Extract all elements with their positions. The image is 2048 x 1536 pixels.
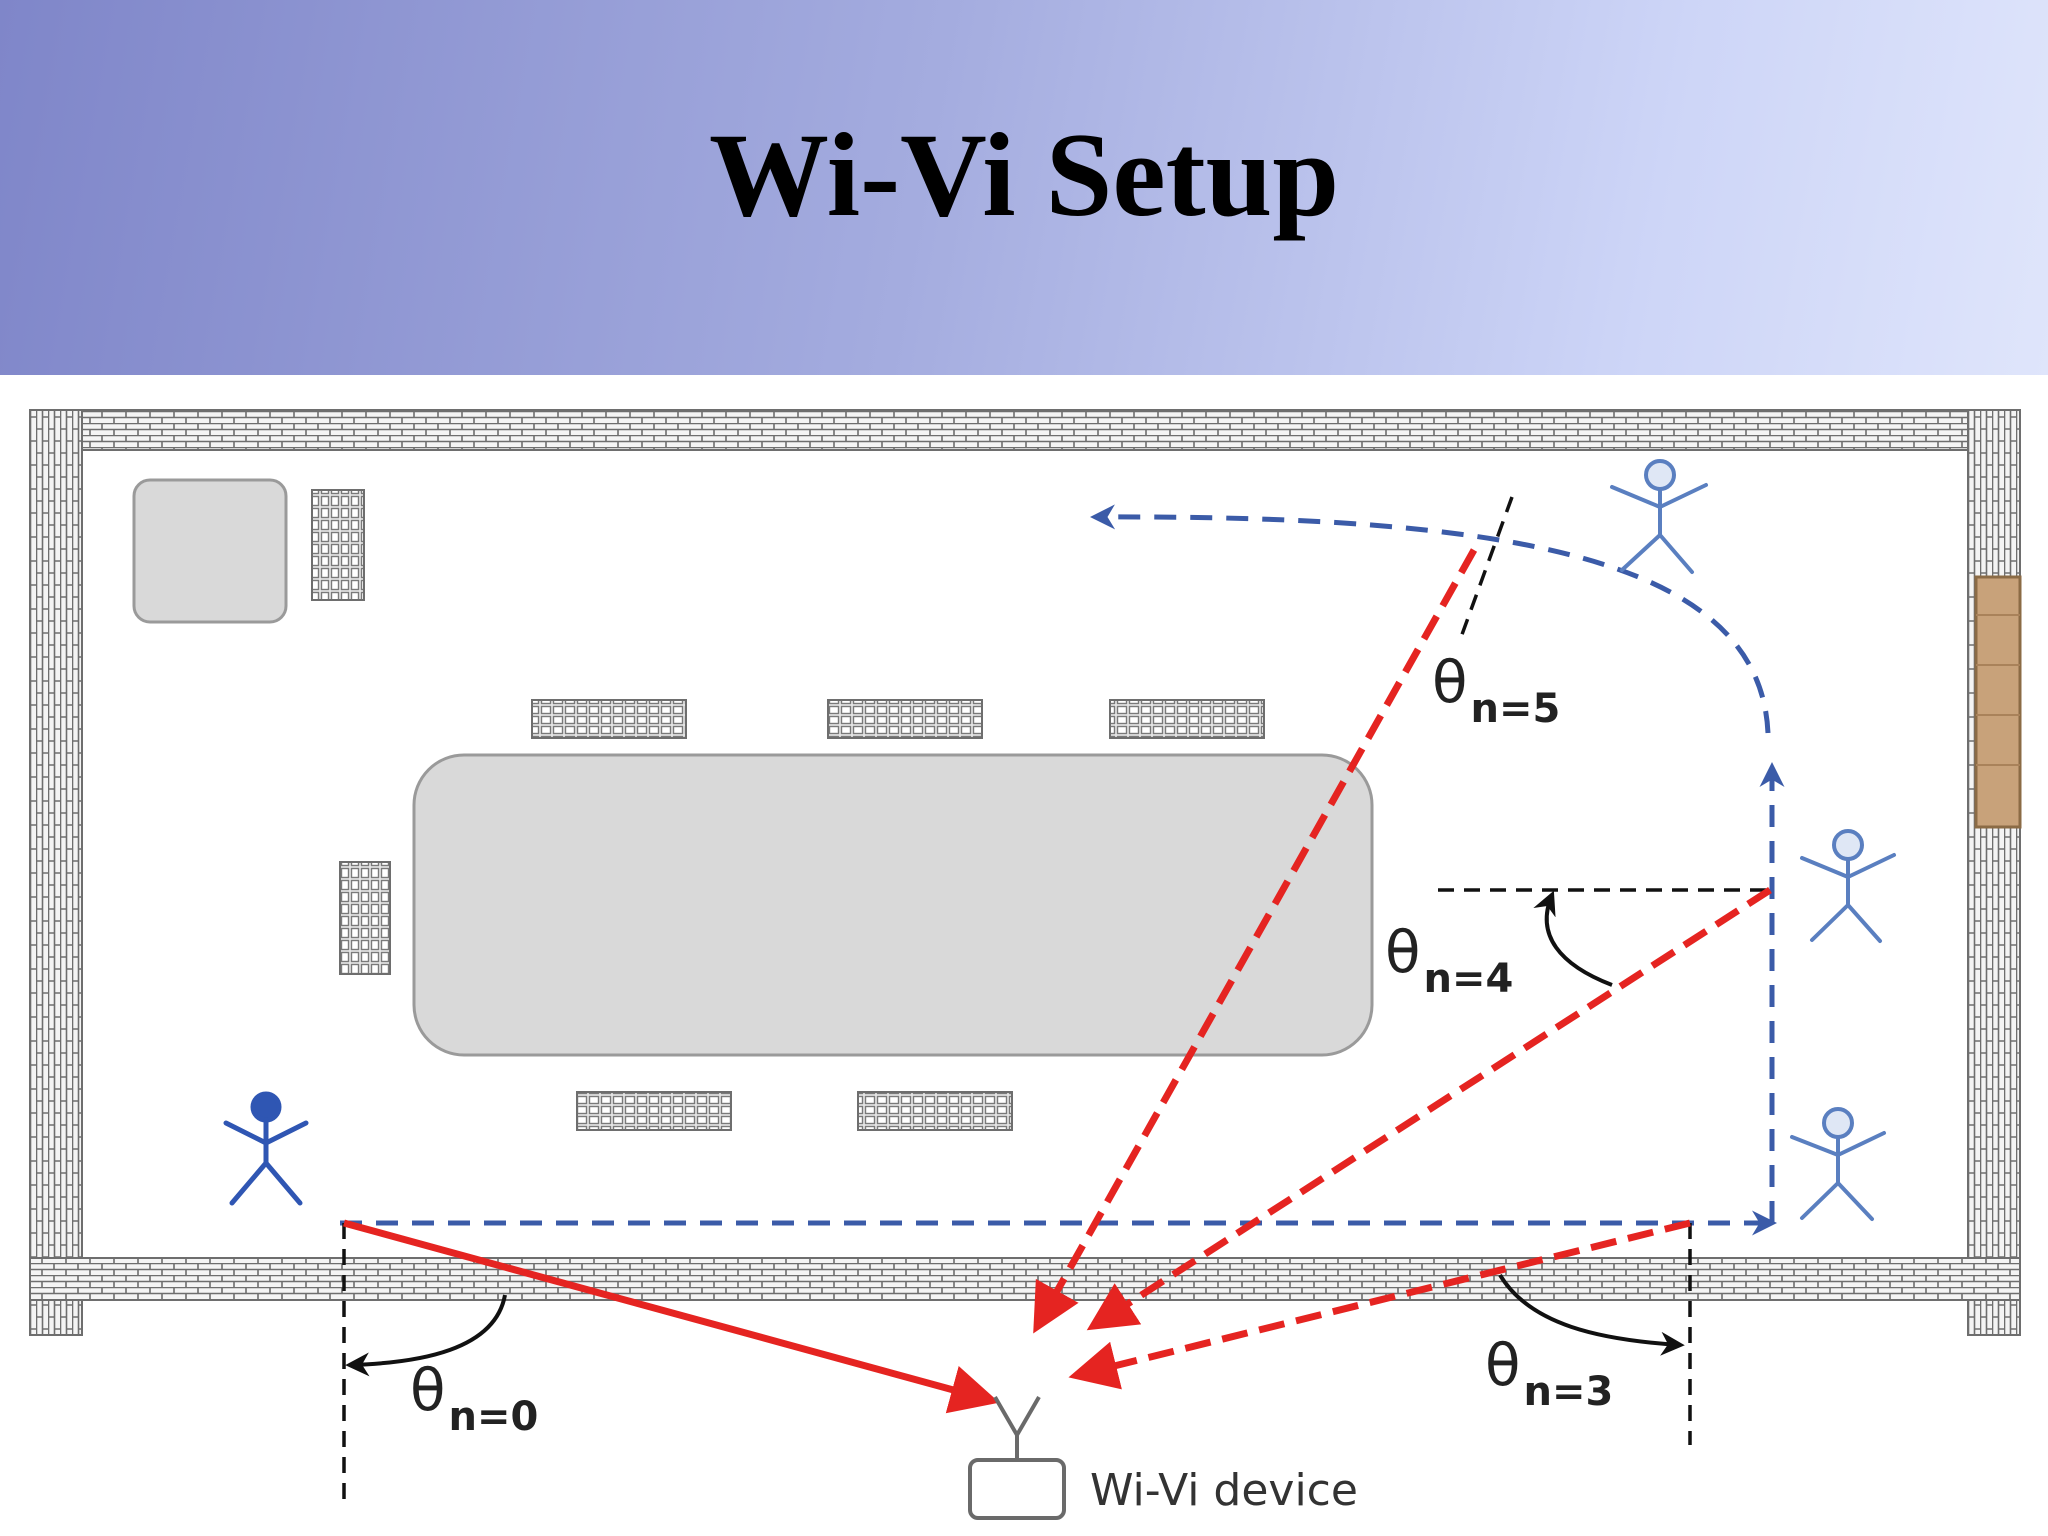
device-box-icon (968, 1458, 1066, 1520)
chair-left (339, 861, 391, 975)
moving-person-icon-1 (1610, 459, 1708, 574)
cabinet-chair (311, 489, 365, 601)
furniture (132, 478, 1374, 1131)
angle-label-n4: θn=4 (1385, 918, 1513, 1002)
chair-top-2 (827, 699, 983, 739)
moving-person-icon-3 (1790, 1107, 1886, 1221)
angle-label-n3: θn=3 (1485, 1331, 1613, 1415)
ray-n4 (1086, 887, 1772, 1331)
wall-right (1967, 409, 2021, 1336)
angle-arcs (345, 890, 1685, 1377)
moving-person-icon-2 (1800, 829, 1896, 943)
chair-bottom-1 (576, 1091, 732, 1131)
angle-labels: θn=5 θn=4 θn=0 θn=3 (410, 648, 1613, 1440)
chair-top-1 (531, 699, 687, 739)
ray-n0 (343, 1219, 1000, 1414)
antenna-icon (993, 1395, 1041, 1460)
red-rays (343, 548, 1772, 1414)
angle-label-n0: θn=0 (410, 1356, 538, 1440)
chair-bottom-2 (857, 1091, 1013, 1131)
angle-label-n5: θn=5 (1432, 648, 1560, 732)
room-walls (29, 409, 2022, 1336)
ray-n5 (1033, 548, 1478, 1334)
wall-left (29, 409, 83, 1336)
reference-lines (342, 496, 1770, 1505)
side-cabinet (132, 478, 288, 624)
ray-n3 (1068, 1219, 1691, 1390)
chair-top-3 (1109, 699, 1265, 739)
conference-table (412, 753, 1374, 1057)
observer-person-icon (223, 1091, 309, 1206)
wall-bottom (29, 1257, 2021, 1301)
wi-vi-device: Wi-Vi device (968, 1395, 1358, 1520)
door (1974, 575, 2022, 829)
slide-title: Wi-Vi Setup (708, 108, 1340, 241)
device-label: Wi-Vi device (1090, 1465, 1358, 1516)
motion-path (340, 504, 1785, 1236)
wi-vi-setup-diagram: θn=5 θn=4 θn=0 θn=3 (0, 375, 2048, 1536)
wall-top (29, 409, 2021, 451)
slide-header: Wi-Vi Setup (0, 0, 2048, 375)
